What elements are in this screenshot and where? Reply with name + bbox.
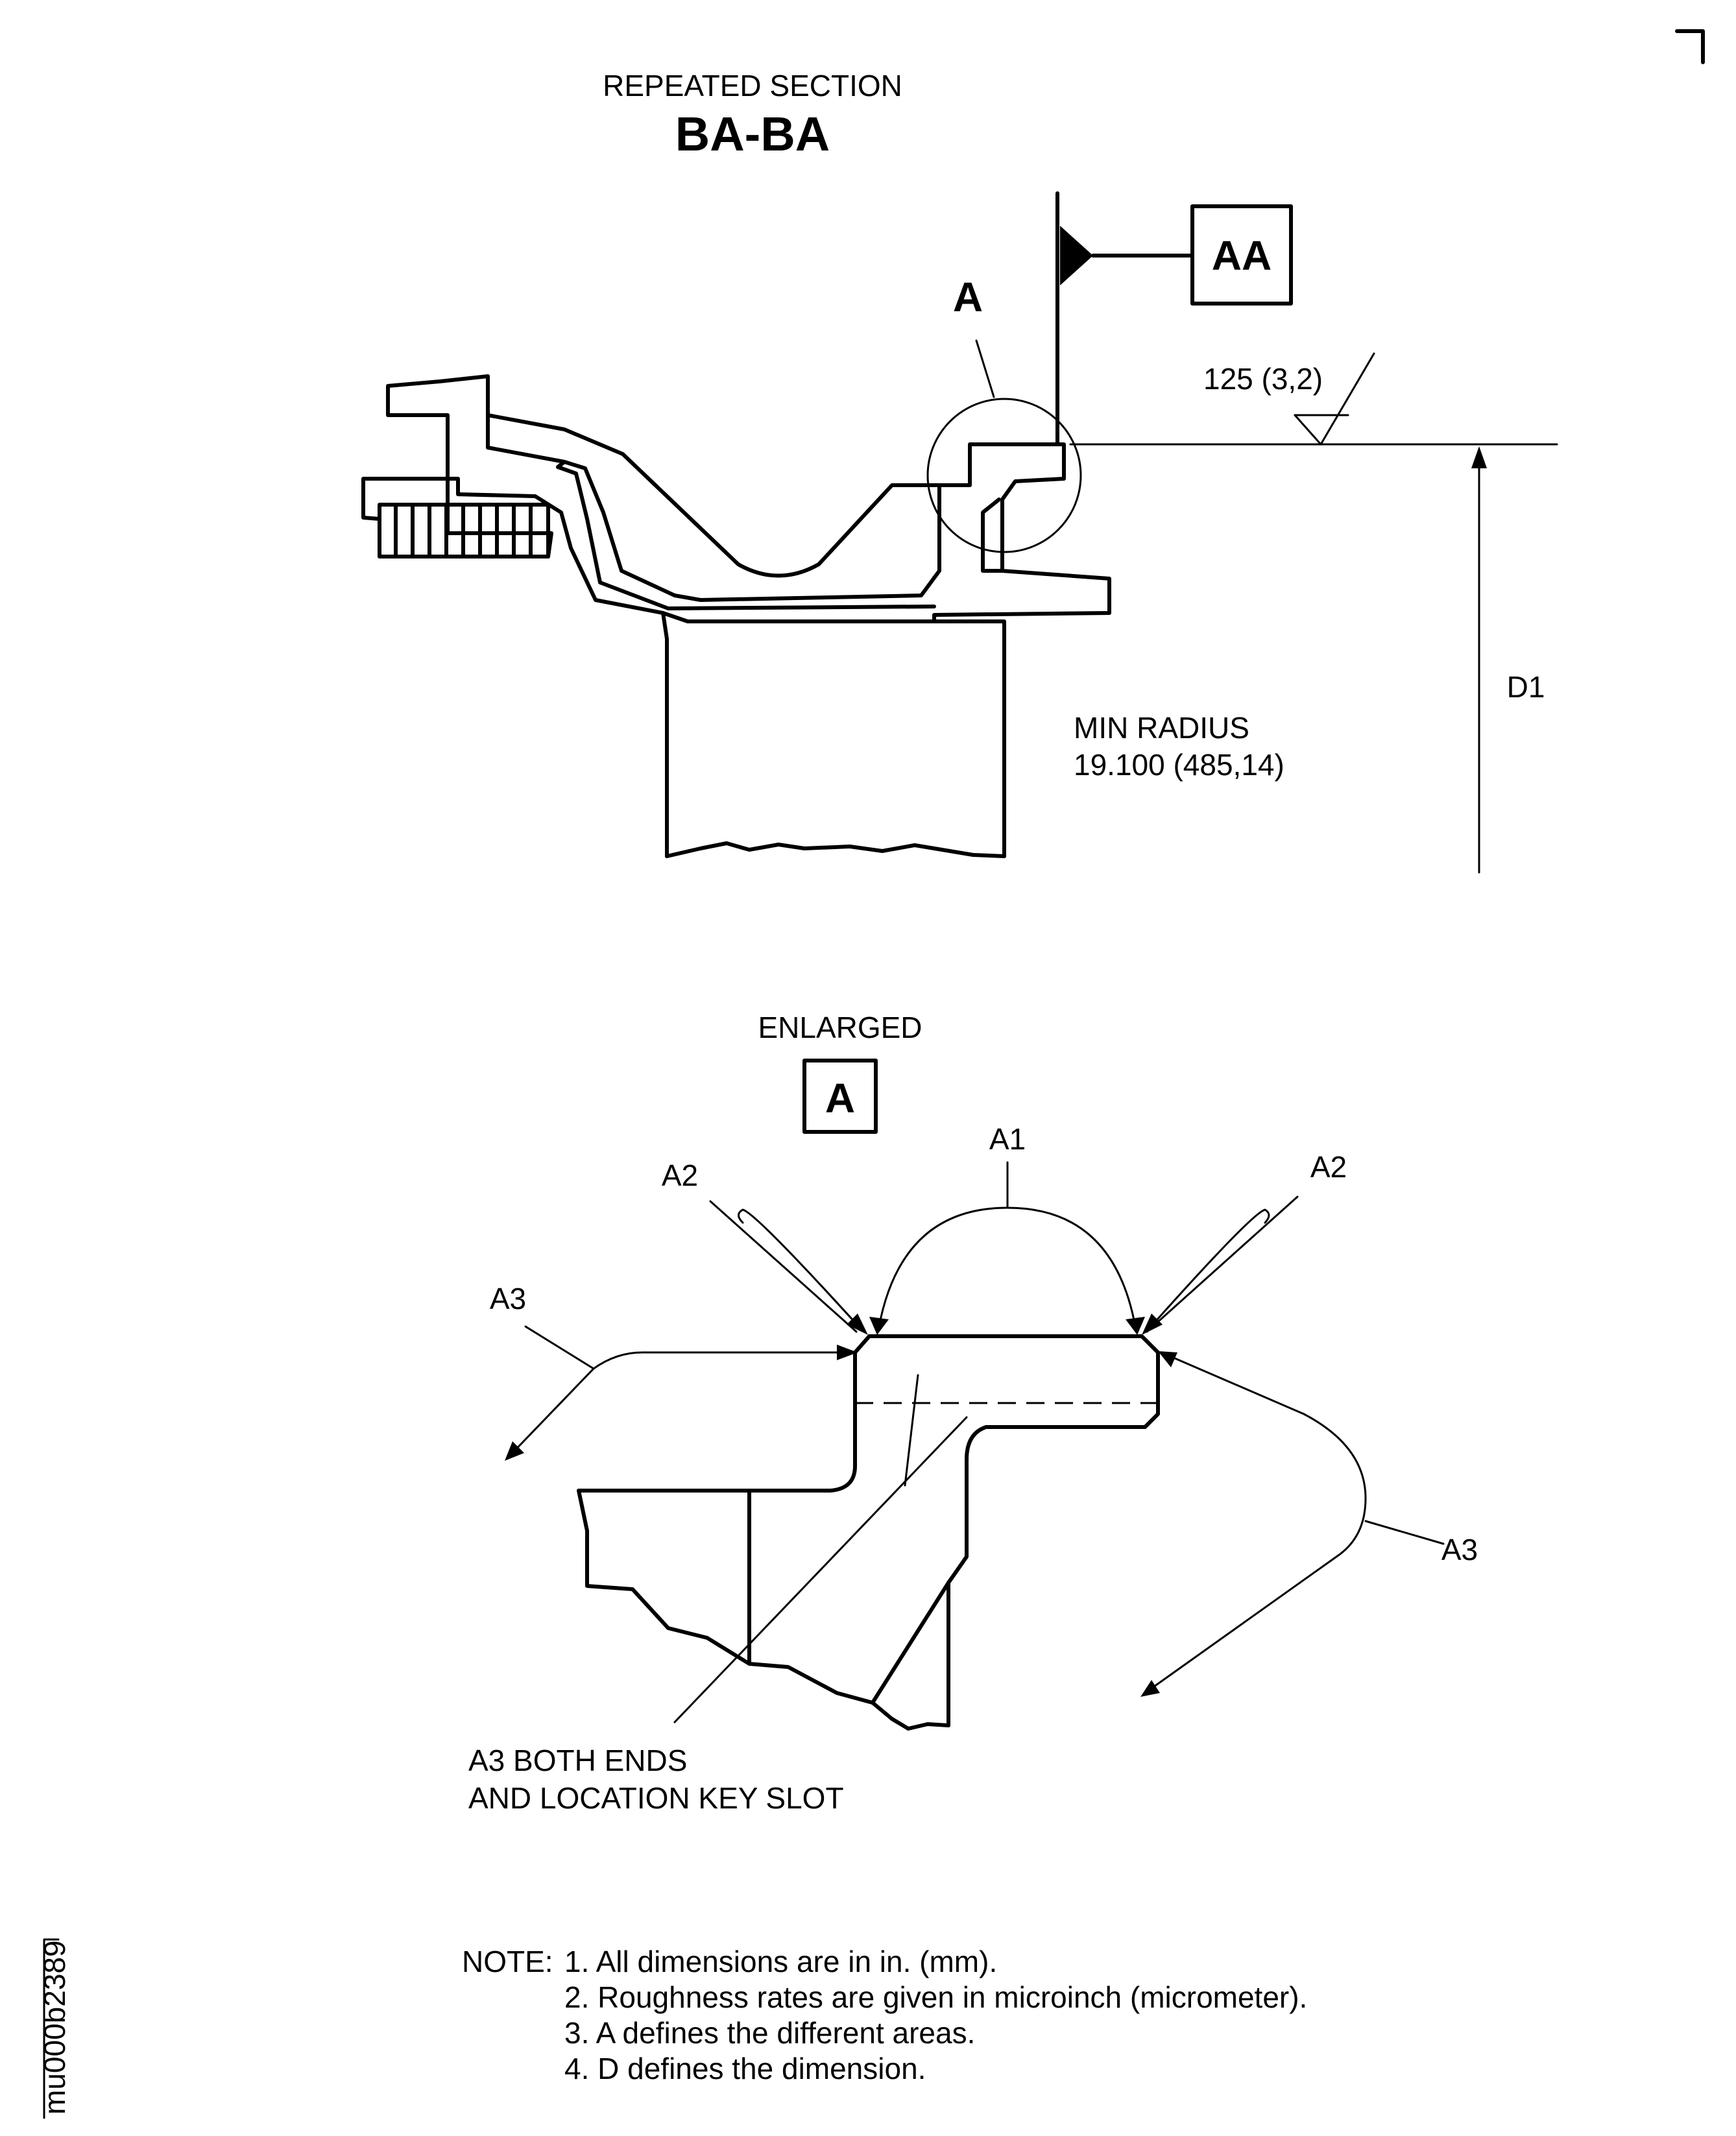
enlarged-profile xyxy=(577,1334,1160,1731)
note-item-2: 2. Roughness rates are given in microinc… xyxy=(564,1980,1307,2014)
area-a3-right-leader: A3 xyxy=(1140,1351,1478,1697)
section-caption: REPEATED SECTION xyxy=(603,69,902,102)
enlarged-label: A xyxy=(825,1075,855,1122)
dimension-d1: D1 xyxy=(1069,443,1558,874)
enlarged-label-box xyxy=(802,1059,878,1134)
figure-id-block: mu000b2389 xyxy=(38,1938,71,2119)
datum-label: AA xyxy=(1212,232,1272,279)
min-radius-line2: 19.100 (485,14) xyxy=(1074,748,1284,782)
note-item-4: 4. D defines the dimension. xyxy=(564,2052,926,2085)
area-a2-right-leader: A2 xyxy=(1142,1150,1347,1335)
area-a2-right-label: A2 xyxy=(1310,1150,1347,1184)
notes-prefix: NOTE: xyxy=(462,1945,553,1978)
datum-symbol: AA xyxy=(1055,191,1293,446)
surface-finish-symbol: 125 (3,2) xyxy=(1203,352,1375,446)
area-a2-left-label: A2 xyxy=(662,1158,698,1192)
notes-block: NOTE: 1. All dimensions are in in. (mm).… xyxy=(462,1945,1307,2085)
area-a2-left-leader: A2 xyxy=(662,1158,868,1335)
part-section xyxy=(361,374,1111,858)
section-name: BA-BA xyxy=(675,107,830,161)
detail-callout-label: A xyxy=(953,274,983,320)
min-radius-line1: MIN RADIUS xyxy=(1074,711,1249,745)
area-a1-leader: A1 xyxy=(869,1122,1145,1335)
area-a3-left-label: A3 xyxy=(490,1282,526,1315)
area-a3-left-leader: A3 xyxy=(490,1282,858,1461)
corner-mark xyxy=(1675,29,1705,64)
area-a3-note-line1: A3 BOTH ENDS xyxy=(468,1744,687,1777)
area-a3-note-leader: A3 BOTH ENDS AND LOCATION KEY SLOT xyxy=(468,1416,968,1815)
surface-finish-value: 125 (3,2) xyxy=(1203,362,1323,396)
enlarged-caption: ENLARGED xyxy=(758,1011,922,1044)
note-item-3: 3. A defines the different areas. xyxy=(564,2016,975,2050)
serration-teeth xyxy=(378,503,550,558)
area-a3-note-line2: AND LOCATION KEY SLOT xyxy=(468,1781,844,1815)
area-a1-label: A1 xyxy=(989,1122,1026,1156)
note-item-1: 1. All dimensions are in in. (mm). xyxy=(564,1945,997,1978)
figure-id: mu000b2389 xyxy=(38,1940,71,2115)
area-a3-right-label: A3 xyxy=(1441,1533,1478,1566)
dimension-label: D1 xyxy=(1507,670,1545,704)
